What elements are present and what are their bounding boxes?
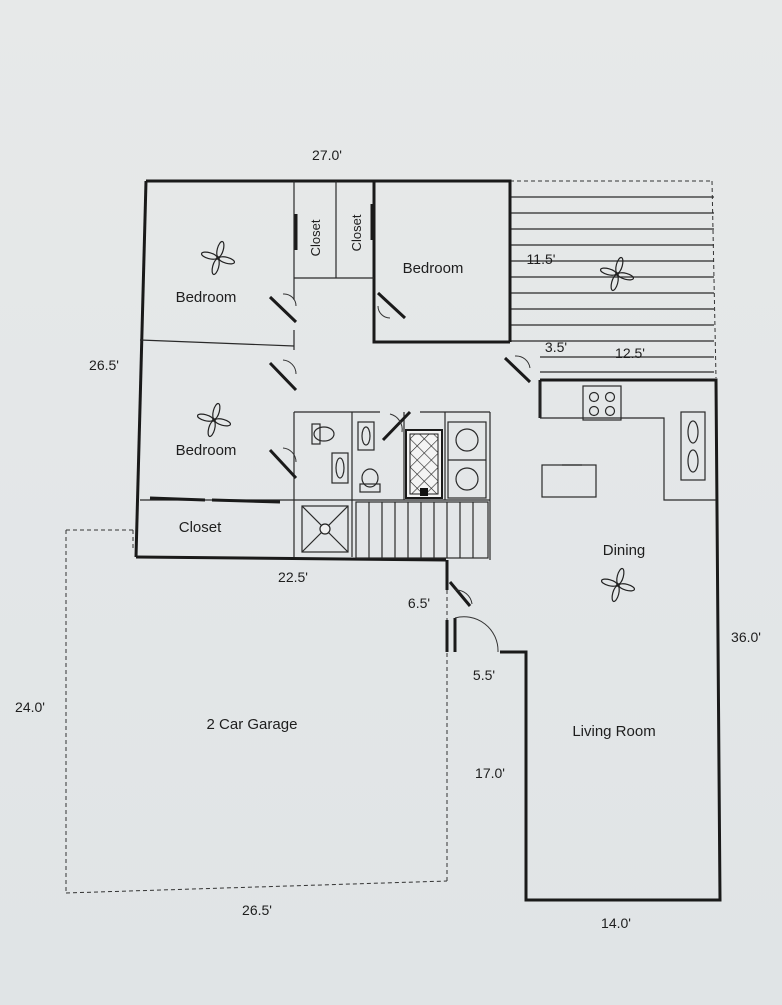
- stairs-icon: [355, 501, 489, 559]
- dim-top-width: 27.0': [312, 147, 342, 163]
- room-label-bedroom-top-left: Bedroom: [176, 289, 237, 306]
- toilet-icon: [311, 423, 335, 445]
- dim-left-height: 26.5': [89, 357, 119, 373]
- dim-entry: 6.5': [408, 595, 430, 611]
- sink-icon: [331, 452, 349, 484]
- room-label-living-room: Living Room: [572, 723, 655, 740]
- stove-icon: [582, 385, 622, 421]
- closet-bottom-door: [149, 496, 281, 504]
- dim-entry-width: 5.5': [473, 667, 495, 683]
- room-label-closet-2: Closet: [349, 214, 364, 251]
- dim-garage-depth: 24.0': [15, 699, 45, 715]
- room-label-bedroom-top-right: Bedroom: [403, 260, 464, 277]
- sink-icon: [680, 411, 706, 481]
- sink-icon: [357, 421, 375, 451]
- dim-living-depth: 17.0': [475, 765, 505, 781]
- washer-dryer-icon: [447, 421, 487, 499]
- room-label-garage: 2 Car Garage: [207, 716, 298, 733]
- dim-deck-offset: 3.5': [545, 339, 567, 355]
- deck: [510, 180, 717, 379]
- room-label-closet-bottom: Closet: [179, 519, 222, 536]
- room-doors: [268, 291, 532, 653]
- dim-deck-width: 11.5': [527, 251, 556, 267]
- toilet-icon: [359, 468, 381, 493]
- shower-icon: [301, 505, 349, 553]
- garage-outline: [65, 529, 448, 894]
- ceiling-fan-icon: [600, 567, 636, 603]
- closet-top-doors: [294, 204, 374, 250]
- ceiling-fan-icon: [200, 240, 236, 276]
- dim-garage-width: 26.5': [242, 902, 272, 918]
- ceiling-fan-icon: [599, 256, 635, 292]
- room-label-bedroom-bottom-left: Bedroom: [176, 442, 237, 459]
- bathtub-icon: [405, 429, 443, 499]
- room-label-dining: Dining: [603, 542, 646, 559]
- kitchen-counters: [539, 382, 716, 501]
- dim-garage-top: 22.5': [278, 569, 308, 585]
- dim-deck-length: 12.5': [615, 345, 645, 361]
- room-label-closet-1: Closet: [308, 219, 323, 256]
- dim-living-width: 14.0': [601, 915, 631, 931]
- exterior-walls: [134, 179, 722, 902]
- dim-right-height: 36.0': [731, 629, 761, 645]
- ceiling-fan-icon: [196, 402, 232, 438]
